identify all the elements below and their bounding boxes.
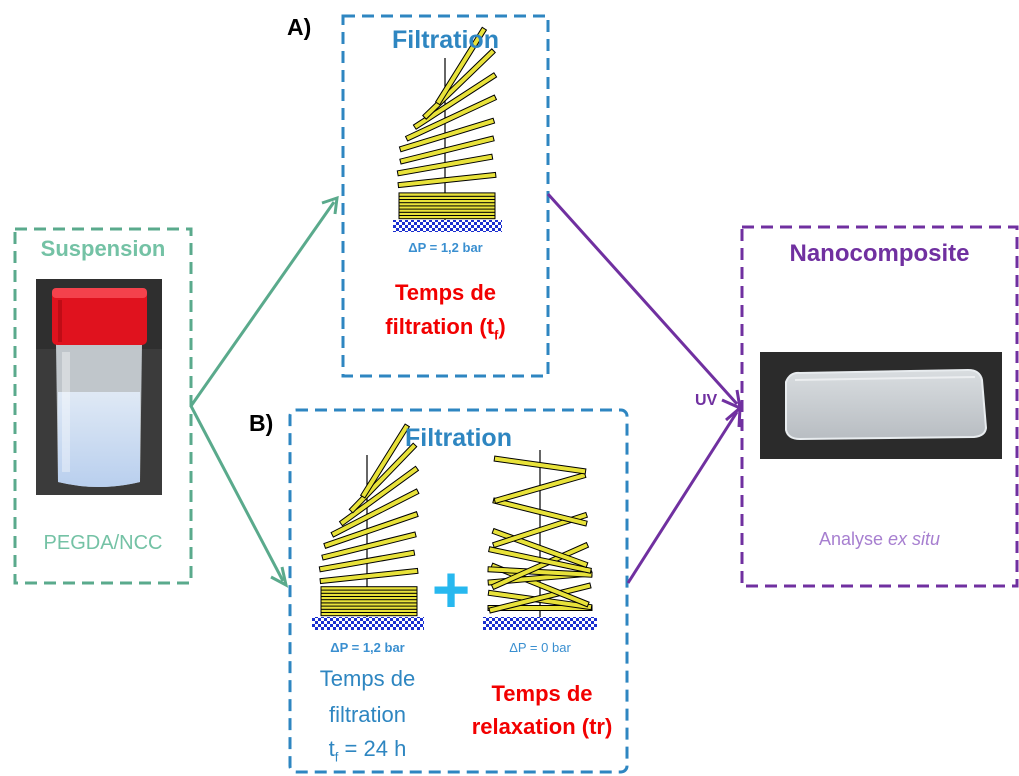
nanocrystal-rod xyxy=(493,472,587,504)
panel-b-left-pressure: ΔP = 1,2 bar xyxy=(330,640,405,655)
panel-b-right-time-line1: Temps de xyxy=(491,681,593,706)
nanocrystal-rod xyxy=(319,567,419,585)
panel-b-left-filtration-drawing xyxy=(312,423,424,630)
nanocrystal-rod xyxy=(323,511,419,549)
nanocrystal-rod xyxy=(320,586,418,591)
nanocrystal-rod xyxy=(488,582,592,614)
panel-b-plus-sign: + xyxy=(431,552,471,626)
nanocomposite-film-photo xyxy=(760,352,1002,459)
nanocrystal-rod xyxy=(412,72,498,130)
nanocrystal-rod xyxy=(398,117,496,153)
nanocrystal-rod xyxy=(488,546,592,574)
nanocrystal-rod xyxy=(487,605,593,611)
nanocomposite-caption: Analyse ex situ xyxy=(818,529,941,549)
arrow-panel-b-to-nanocomposite xyxy=(626,404,742,584)
nanocomposite-box xyxy=(740,225,1019,588)
arrow-panel-a-to-nanocomposite xyxy=(546,192,742,411)
nanocrystal-rod xyxy=(321,531,417,561)
sample-vial-photo xyxy=(36,279,162,495)
panel-a-time-line1: Temps de xyxy=(394,280,497,305)
suspension-caption: PEGDA/NCC xyxy=(43,532,163,554)
panel-b-right-pressure: ΔP = 0 bar xyxy=(509,640,571,655)
panel-a-title: Filtration xyxy=(392,26,499,54)
arrow-to-panel-a xyxy=(189,195,339,407)
nanocrystal-rod xyxy=(318,549,416,573)
nanocrystal-rod xyxy=(338,465,420,527)
panel-b-left-time-line3: tf = 24 h xyxy=(328,736,407,765)
panel-b-right-membrane xyxy=(483,617,597,630)
uv-label: UV xyxy=(695,392,718,409)
panel-a-membrane xyxy=(393,220,502,232)
nanocrystal-rod xyxy=(492,497,588,527)
panel-b-right-relaxation-drawing xyxy=(483,450,597,630)
nanocrystal-rod xyxy=(397,171,497,189)
panel-b-left-membrane xyxy=(312,617,424,630)
panel-b-title: Filtration xyxy=(405,424,512,452)
panel-b-right-time-line2: relaxation (tr) xyxy=(471,714,613,739)
nanocrystal-rod xyxy=(493,455,587,475)
nanocrystal-rod xyxy=(487,566,593,578)
nanocrystal-rod xyxy=(491,511,589,549)
nanocomposite-title: Nanocomposite xyxy=(789,240,970,267)
arrow-to-panel-b xyxy=(189,405,289,588)
suspension-title: Suspension xyxy=(40,236,166,261)
panel-b-tag: B) xyxy=(249,410,274,436)
nanocrystal-rod xyxy=(399,135,495,165)
nanocrystal-rod xyxy=(404,94,498,142)
panel-a-tag: A) xyxy=(287,14,312,40)
nanocrystal-rod xyxy=(330,488,420,538)
panel-b-left-time-line1: Temps de xyxy=(319,666,416,691)
panel-a-filtration-drawing xyxy=(393,26,502,232)
panel-b-box xyxy=(288,408,629,774)
nanocrystal-rod xyxy=(398,192,496,197)
panel-b-left-time-line2: filtration xyxy=(328,702,407,727)
panel-a-pressure: ΔP = 1,2 bar xyxy=(408,240,483,255)
panel-a-time-line2: filtration (tf) xyxy=(385,314,506,343)
nanocrystal-rod xyxy=(396,153,494,177)
nanocrystal-rod xyxy=(434,26,488,106)
nanocrystal-rod xyxy=(359,423,411,499)
